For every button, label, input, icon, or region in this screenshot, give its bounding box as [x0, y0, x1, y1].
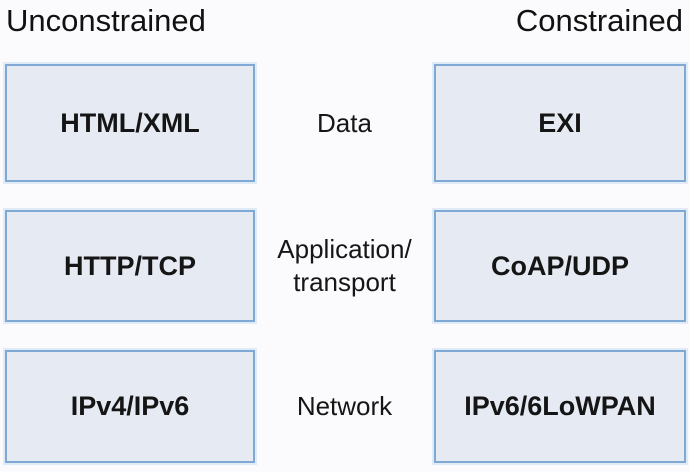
column-header-constrained: Constrained [515, 3, 683, 38]
layer-label-data: Data [317, 107, 372, 138]
box-label-ipv4-ipv6: IPv4/IPv6 [70, 391, 190, 421]
box-label-http-tcp: HTTP/TCP [64, 250, 196, 281]
layer-label-network: Network [296, 391, 393, 421]
box-constrained-data: EXI [434, 64, 686, 182]
column-header-unconstrained: Unconstrained [6, 3, 206, 38]
box-unconstrained-data: HTML/XML [5, 64, 255, 182]
box-label-exi: EXI [538, 107, 582, 138]
box-constrained-application-transport: CoAP/UDP [434, 210, 686, 322]
box-label-html-xml: HTML/XML [60, 107, 200, 138]
box-label-ipv6-6lowpan: IPv6/6LoWPAN [464, 391, 656, 421]
box-constrained-network: IPv6/6LoWPAN [434, 350, 686, 463]
box-unconstrained-network: IPv4/IPv6 [5, 350, 255, 463]
box-label-coap-udp: CoAP/UDP [490, 250, 629, 281]
layer-label-application-transport: Application/ transport [277, 234, 412, 297]
box-unconstrained-application-transport: HTTP/TCP [5, 210, 255, 322]
